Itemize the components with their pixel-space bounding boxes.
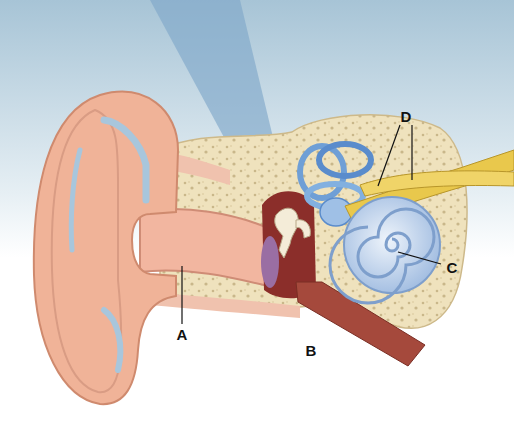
callout-letter: C: [447, 260, 458, 275]
leader-line: [411, 125, 412, 180]
callout-letter: B: [306, 343, 317, 358]
callout-letter: D: [401, 109, 412, 124]
ossicles: [275, 208, 299, 258]
cochlea-spiral: [330, 209, 434, 303]
vestibule: [320, 198, 352, 226]
leader-line: [398, 252, 441, 264]
vestibular-nerve: [360, 171, 514, 196]
ossicles: [296, 220, 310, 238]
leader-line: [181, 266, 182, 324]
leader-line: [378, 125, 400, 186]
pinna: [34, 92, 178, 404]
cartilage: [104, 120, 146, 200]
cartilage: [104, 310, 120, 370]
pinna-fold: [52, 110, 122, 392]
eustachian-tube: [296, 282, 425, 366]
eardrum: [261, 236, 279, 288]
cartilage: [71, 150, 80, 250]
callout-letter: A: [177, 327, 188, 342]
semicircular-canal: [319, 144, 371, 176]
